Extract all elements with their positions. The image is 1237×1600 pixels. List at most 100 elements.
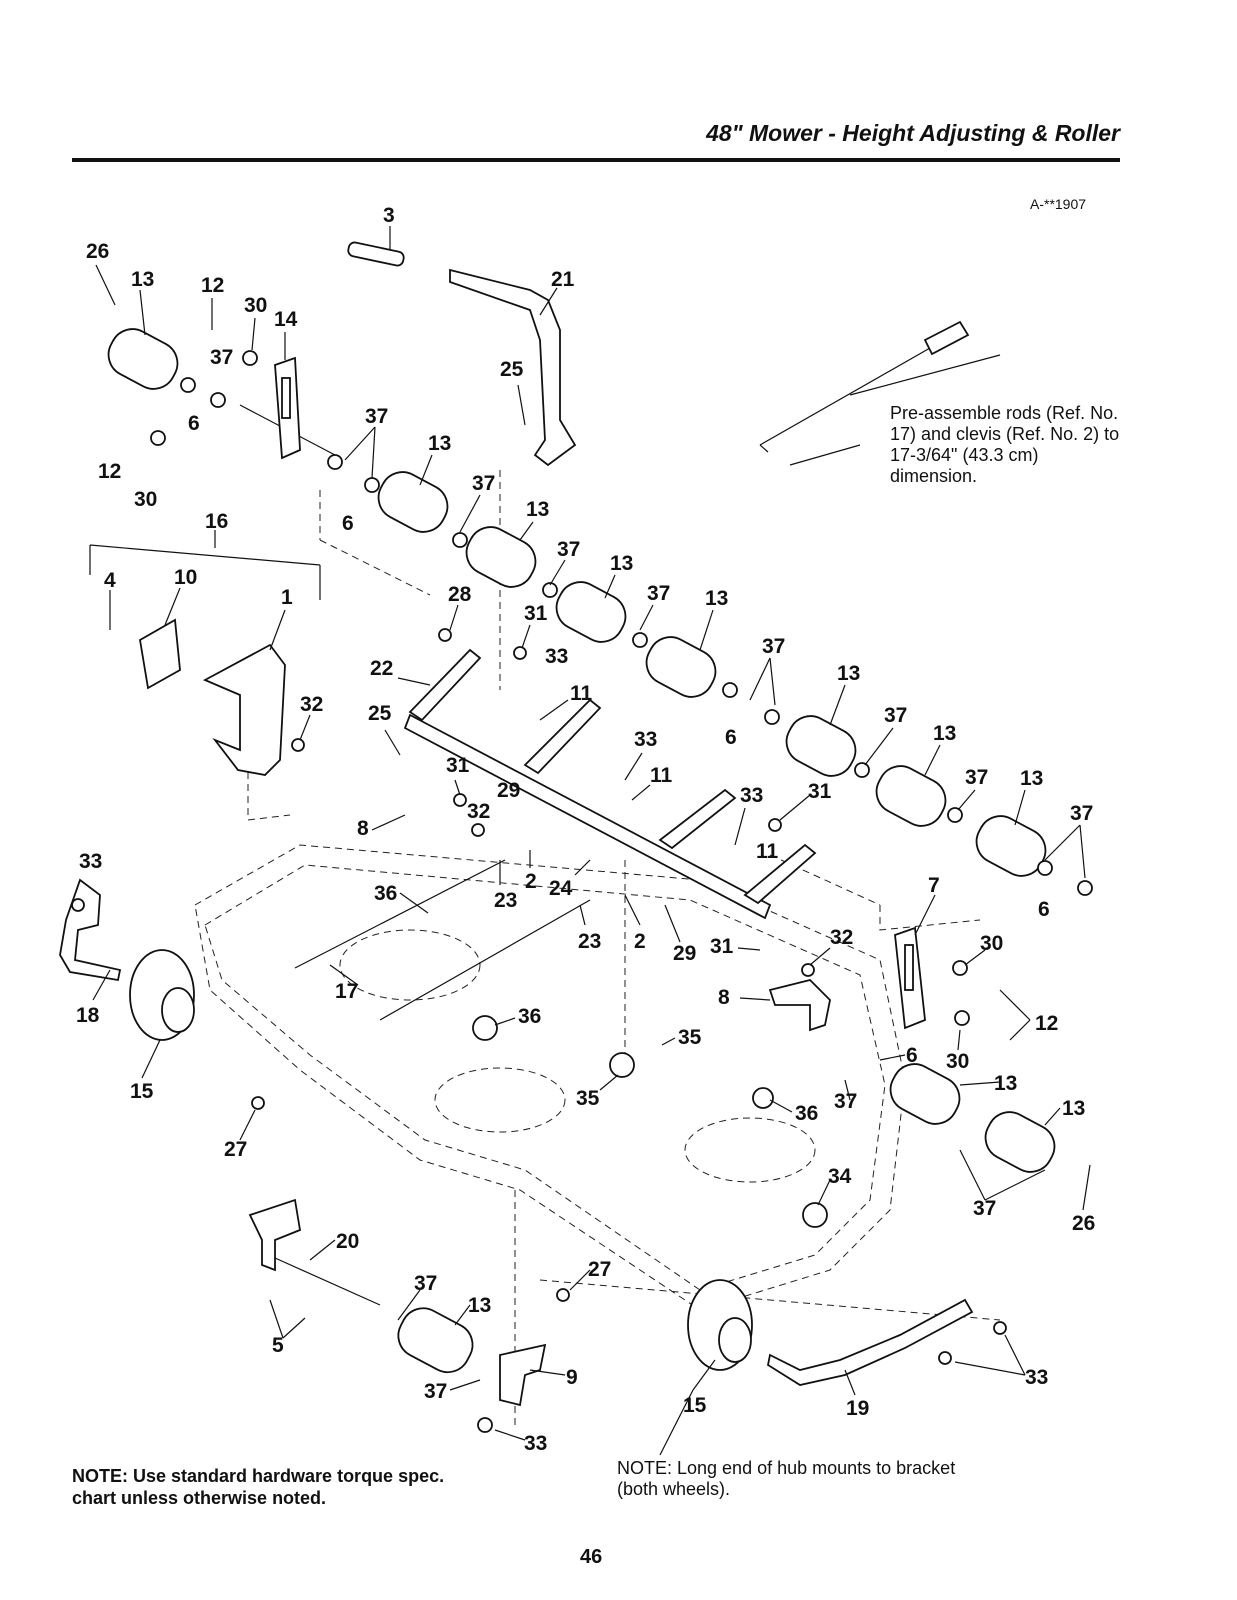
callout-15: 15 xyxy=(130,1080,154,1103)
callout-30: 30 xyxy=(946,1050,969,1073)
callout-29: 29 xyxy=(497,779,520,802)
callout-7: 7 xyxy=(928,874,940,897)
callout-21: 21 xyxy=(551,268,575,291)
height-adjust-handle xyxy=(347,241,577,467)
callout-29: 29 xyxy=(673,942,696,965)
rod-preassembly-note: Pre-assemble rods (Ref. No. 17) and clev… xyxy=(890,403,1120,486)
callout-27: 27 xyxy=(224,1138,247,1161)
callout-13: 13 xyxy=(837,662,860,685)
callout-13: 13 xyxy=(526,498,549,521)
page-number: 46 xyxy=(580,1546,603,1568)
callout-37: 37 xyxy=(472,472,495,495)
callout-13: 13 xyxy=(131,268,154,291)
callout-10: 10 xyxy=(174,566,197,589)
callout-11: 11 xyxy=(570,682,593,705)
callout-18: 18 xyxy=(76,1004,100,1027)
callout-3: 3 xyxy=(383,204,395,227)
lift-shaft-assembly xyxy=(403,648,817,920)
callout-32: 32 xyxy=(300,693,323,716)
callout-33: 33 xyxy=(634,728,657,751)
leader-lines xyxy=(89,226,1091,1456)
callout-11: 11 xyxy=(650,764,673,787)
callout-14: 14 xyxy=(274,308,298,331)
callout-23: 23 xyxy=(494,889,517,912)
callout-20: 20 xyxy=(336,1230,359,1253)
callout-12: 12 xyxy=(98,460,121,483)
callout-19: 19 xyxy=(846,1397,869,1420)
callout-33: 33 xyxy=(79,850,102,873)
callout-37: 37 xyxy=(973,1197,996,1220)
pre-assembled-rod xyxy=(759,320,1001,466)
hub-mount-note: NOTE: Long end of hub mounts to bracket … xyxy=(617,1458,956,1499)
callout-13: 13 xyxy=(610,552,633,575)
callout-8: 8 xyxy=(718,986,730,1009)
callout-6: 6 xyxy=(188,412,200,435)
callout-33: 33 xyxy=(740,784,763,807)
callout-13: 13 xyxy=(705,587,728,610)
callout-28: 28 xyxy=(448,583,472,606)
callout-26: 26 xyxy=(86,240,109,263)
callout-33: 33 xyxy=(524,1432,547,1455)
callout-11: 11 xyxy=(756,840,779,863)
callout-37: 37 xyxy=(424,1380,447,1403)
hardware-fasteners xyxy=(71,350,1007,1433)
callout-33: 33 xyxy=(545,645,568,668)
callout-13: 13 xyxy=(1020,767,1043,790)
callout-36: 36 xyxy=(795,1102,818,1125)
front-bracket-14 xyxy=(274,356,301,460)
callout-31: 31 xyxy=(524,602,548,625)
torque-note: NOTE: Use standard hardware torque spec.… xyxy=(72,1466,445,1508)
callout-23: 23 xyxy=(578,930,601,953)
callout-8: 8 xyxy=(357,817,369,840)
callout-6: 6 xyxy=(1038,898,1050,921)
callout-36: 36 xyxy=(374,882,397,905)
callout-35: 35 xyxy=(678,1026,702,1049)
upper-roller-row xyxy=(107,328,1093,896)
callout-37: 37 xyxy=(834,1090,857,1113)
callout-13: 13 xyxy=(933,722,956,745)
callout-32: 32 xyxy=(830,926,853,949)
callout-9: 9 xyxy=(566,1366,578,1389)
callout-25: 25 xyxy=(368,702,392,725)
callout-37: 37 xyxy=(762,635,785,658)
diagram-reference-code: A-**1907 xyxy=(1030,196,1087,212)
callout-2: 2 xyxy=(525,870,537,893)
callout-2: 2 xyxy=(634,930,646,953)
callout-37: 37 xyxy=(210,346,233,369)
callout-35: 35 xyxy=(576,1087,600,1110)
callout-12: 12 xyxy=(201,274,224,297)
right-roller-group xyxy=(768,926,1056,1173)
callout-31: 31 xyxy=(446,754,470,777)
callout-4: 4 xyxy=(104,569,116,592)
callout-37: 37 xyxy=(884,704,907,727)
callout-13: 13 xyxy=(468,1294,491,1317)
callout-31: 31 xyxy=(808,780,832,803)
callout-37: 37 xyxy=(965,766,988,789)
callout-32: 32 xyxy=(467,800,490,823)
callout-31: 31 xyxy=(710,935,734,958)
left-bracket xyxy=(139,618,286,776)
callout-labels: 26 13 12 30 14 37 6 12 30 3 21 25 37 13 … xyxy=(76,204,1095,1455)
header-rule xyxy=(72,158,1120,162)
callout-37: 37 xyxy=(557,538,580,561)
callout-37: 37 xyxy=(414,1272,437,1295)
callout-6: 6 xyxy=(342,512,354,535)
callout-13: 13 xyxy=(428,432,451,455)
callout-17: 17 xyxy=(335,980,358,1003)
callout-37: 37 xyxy=(1070,802,1093,825)
callout-6: 6 xyxy=(906,1044,918,1067)
callout-36: 36 xyxy=(518,1005,541,1028)
callout-26: 26 xyxy=(1072,1212,1095,1235)
callout-27: 27 xyxy=(588,1258,611,1281)
page-title: 48" Mower - Height Adjusting & Roller xyxy=(706,120,1120,146)
callout-37: 37 xyxy=(647,582,670,605)
callout-13: 13 xyxy=(1062,1097,1085,1120)
callout-33: 33 xyxy=(1025,1366,1048,1389)
callout-12: 12 xyxy=(1035,1012,1058,1035)
callout-15: 15 xyxy=(683,1394,707,1417)
callout-30: 30 xyxy=(980,932,1003,955)
callout-6: 6 xyxy=(725,726,737,749)
callout-24: 24 xyxy=(549,877,573,900)
callout-22: 22 xyxy=(370,657,393,680)
